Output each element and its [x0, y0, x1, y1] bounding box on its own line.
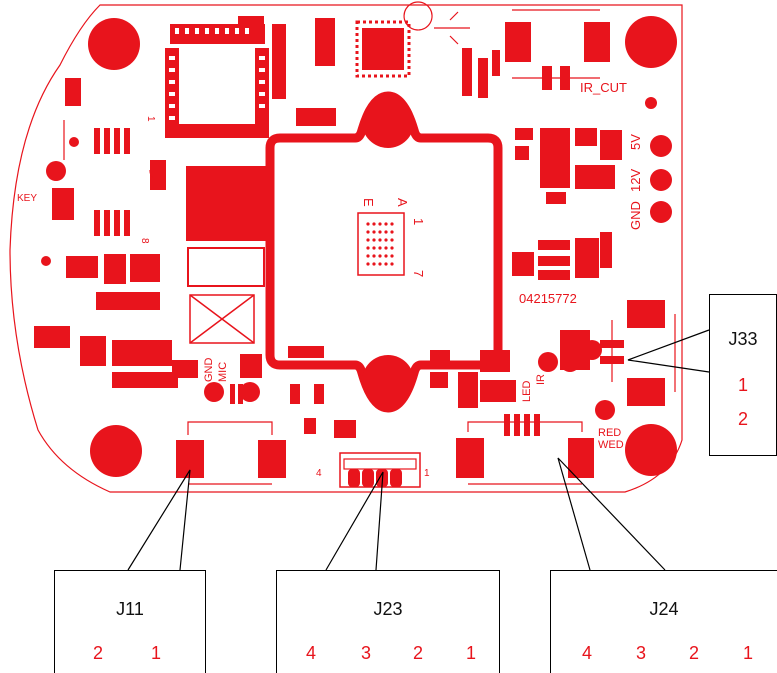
j23-footprint [339, 452, 421, 488]
pad-grid-upper-left-holes [169, 28, 265, 120]
label-12v: 12V [628, 169, 643, 192]
callout-j33-pin-2: 2 [738, 409, 749, 429]
callout-j23-pin-3: 3 [361, 643, 372, 663]
label-ir-cut: IR_CUT [580, 80, 627, 95]
chip-label-7: 7 [411, 270, 426, 277]
mic-pads [204, 346, 324, 404]
right-middle-components [512, 232, 612, 280]
label-red: RED [598, 427, 621, 439]
label-5v: 5V [628, 134, 643, 150]
callout-j23-pin-1: 1 [466, 643, 477, 663]
callout-j23-pin-2: 2 [413, 643, 424, 663]
led-ir-pads [538, 340, 615, 420]
sensor-frame: A E 1 7 [265, 91, 503, 413]
callout-j11: J11 2 1 [54, 570, 206, 673]
chip-label-a: A [395, 198, 410, 207]
left-components [34, 78, 198, 388]
label-eight-left: 8 [139, 238, 150, 244]
callout-j33-title: J33 [728, 329, 758, 349]
callout-j33-pin-1: 1 [738, 375, 749, 395]
label-conn-4: 4 [316, 468, 322, 479]
callout-j23-title: J23 [373, 599, 403, 619]
callout-j24-pin-1: 1 [743, 643, 754, 663]
callout-j24-pin-3: 3 [636, 643, 647, 663]
label-gnd-left: GND [203, 358, 215, 383]
callout-j33: J33 1 2 [709, 294, 777, 456]
label-mic: MIC [217, 362, 229, 382]
label-led: LED [521, 381, 533, 402]
callout-j24-pin-4: 4 [582, 643, 593, 663]
large-pads-left [186, 166, 266, 344]
label-part-number: 04215772 [519, 291, 577, 306]
pad-grid-upper-left [165, 16, 336, 138]
chip-label-e: E [361, 198, 376, 207]
j11-footprint [176, 440, 286, 478]
board-outline [9, 4, 683, 493]
callout-j11-pin-b: 1 [151, 643, 162, 663]
label-wed: WED [598, 439, 624, 451]
callout-j23: J23 4 3 2 1 [276, 570, 500, 673]
callout-j24-pin-2: 2 [689, 643, 700, 663]
callout-pointers [127, 329, 710, 571]
label-conn-1: 1 [424, 468, 430, 479]
label-one-left: 1 [145, 116, 156, 122]
callout-j11-pin-a: 2 [93, 643, 104, 663]
callout-j24-title: J24 [649, 599, 679, 619]
middle-lower-components [290, 350, 516, 438]
label-gnd-right: GND [628, 201, 643, 230]
callout-j23-pin-4: 4 [306, 643, 317, 663]
callout-j24: J24 4 3 2 1 [550, 570, 777, 673]
top-ic [355, 1, 470, 78]
j24-footprint [456, 414, 594, 478]
label-ir: IR [535, 374, 547, 385]
power-pads [515, 128, 672, 223]
chip-label-1: 1 [411, 218, 426, 225]
callout-j11-title: J11 [116, 599, 144, 619]
label-key: KEY [17, 193, 37, 204]
mounting-holes [88, 16, 677, 477]
